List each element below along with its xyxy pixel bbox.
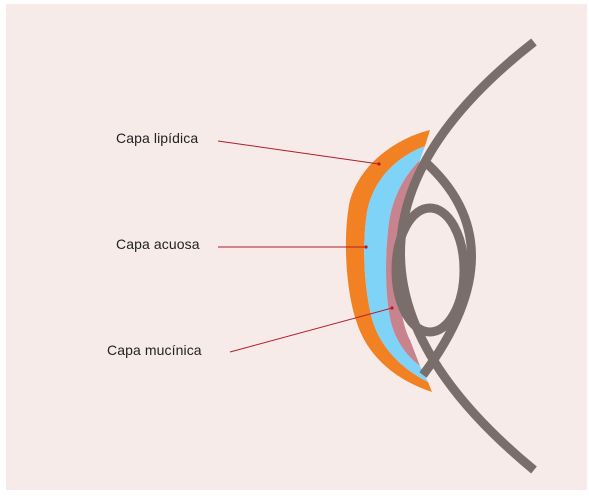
aqueous-leader-dot [364,245,367,248]
label-lipid-layer: Capa lipídica [116,130,198,146]
lipid-leader-dot [377,162,380,165]
label-mucin-layer: Capa mucínica [107,342,202,358]
label-aqueous-layer: Capa acuosa [116,236,200,252]
mucin-leader-dot [390,306,393,309]
